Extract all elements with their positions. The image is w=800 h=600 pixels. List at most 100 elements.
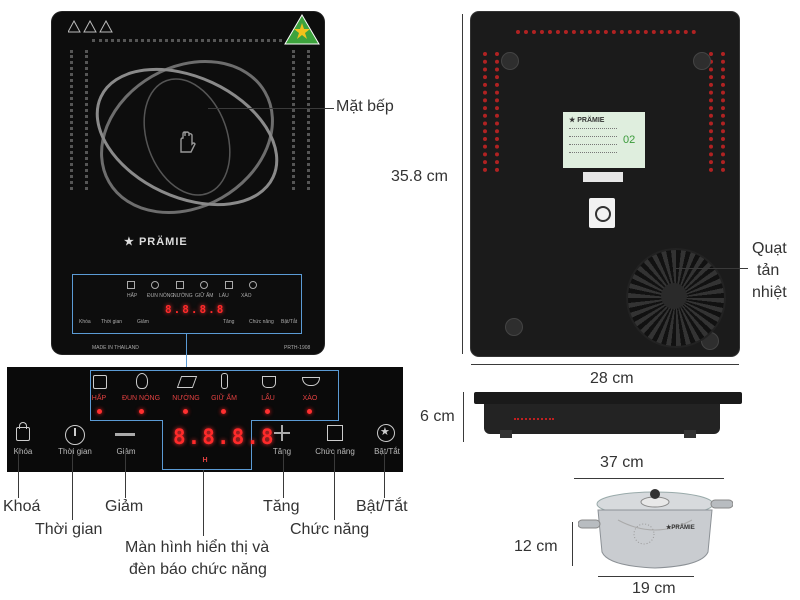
vent-red-left (483, 52, 499, 172)
button-label-small: Bật/Tắt (281, 319, 298, 325)
mode-indicator (183, 409, 188, 414)
button-label-tang: Tăng (272, 447, 292, 456)
spec-label: ★ PRÄMIE 02 (563, 112, 645, 168)
button-label-small: Thời gian (101, 319, 123, 325)
button-label-small: Khóa (79, 319, 91, 325)
digital-display: 8.8.8.8 (173, 425, 276, 449)
callout-chuc-nang: Chức năng (290, 521, 370, 538)
mode-hotpot-icon[interactable] (262, 376, 276, 388)
mode-label-small: GIỮ ẤM (195, 293, 214, 299)
mode-boil-icon[interactable] (136, 373, 148, 389)
warning-icons (67, 19, 128, 34)
decrease-button[interactable] (115, 433, 135, 436)
foot (505, 318, 523, 336)
mode-label-small: NƯỚNG (173, 293, 193, 299)
timer-button[interactable] (65, 425, 85, 445)
callout-mat-bep: Mặt bếp (336, 98, 394, 115)
button-label-small: Giảm (137, 319, 149, 325)
mode-icon-small (151, 281, 160, 289)
qr-sticker (589, 198, 615, 228)
mode-icon-small (248, 281, 257, 289)
callout-man-hinh-2: đèn báo chức năng (129, 561, 267, 578)
button-label-bat-tat: Bật/Tắt (374, 447, 400, 456)
barcode-sticker (583, 172, 623, 182)
made-in-text: MADE IN THAILAND (92, 345, 139, 351)
hotpot-image: ★PRÄMIE (577, 480, 734, 572)
callout-man-hinh-1: Màn hình hiển thị và (125, 539, 270, 556)
pot-brand-text: PRÄMIE (671, 525, 695, 531)
callout-tang: Tăng (263, 498, 300, 515)
callout-quat-1: Quạt (752, 240, 787, 257)
vent-right (292, 50, 310, 190)
dim-side-length: 37 cm (600, 454, 644, 471)
green-badge-icon (284, 14, 320, 46)
mode-label-lau: LẨU (261, 395, 275, 402)
button-label-khoa: Khóa (13, 447, 33, 456)
callout-thoi-gian: Thời gian (35, 521, 103, 538)
mode-label-hap: HẤP (91, 395, 107, 402)
mode-label-dun-nong: ĐUN NÓNG (121, 395, 161, 402)
pot-star-icon: ★ (666, 525, 672, 531)
increase-button[interactable] (274, 425, 290, 441)
control-panel-zoom: HẤP ĐUN NÓNG NƯỚNG GIỮ ẤM LẨU XÀO 8.8.8.… (7, 367, 403, 472)
dim-height: 35.8 cm (391, 168, 448, 185)
mode-label-small: XÀO (241, 293, 252, 299)
mode-label-small: HẤP (127, 293, 138, 299)
indicator-h: H (202, 457, 208, 464)
mode-label-giu-am: GIỮ ẤM (211, 395, 237, 402)
mode-icon-small (175, 281, 184, 289)
callout-bat-tat: Bật/Tắt (356, 498, 408, 515)
lock-icon (16, 427, 30, 441)
cooktop-back-view: ★ PRÄMIE 02 (471, 12, 739, 356)
dim-thickness: 6 cm (420, 408, 455, 425)
mode-icon-small (127, 281, 135, 289)
cooktop-top-view: ★ PRÄMIE HẤP ĐUN NÓNG NƯỚNG GIỮ ẤM LẨU X… (52, 12, 324, 354)
cooktop-side-view (474, 392, 742, 440)
callout-giam: Giảm (105, 498, 144, 515)
mode-label-nuong: NƯỚNG (172, 395, 200, 402)
lock-button[interactable] (13, 422, 33, 461)
mode-indicator (97, 409, 102, 414)
callout-quat-2: tản (757, 262, 780, 279)
dim-pot-height: 12 cm (514, 538, 558, 555)
label-star-icon: ★ (569, 117, 576, 124)
mode-indicator (221, 409, 226, 414)
mode-indicator (265, 409, 270, 414)
button-label-giam: Giảm (116, 447, 136, 456)
button-label-small: Tăng (223, 319, 235, 325)
button-label-thoi-gian: Thời gian (58, 447, 92, 456)
hand-icon (177, 130, 197, 154)
mode-label-small: LẨU (219, 293, 229, 299)
mode-icon-small (224, 281, 233, 289)
mode-indicator (139, 409, 144, 414)
vent-red-right (709, 52, 725, 172)
mode-steam-icon[interactable] (93, 375, 107, 389)
vent-red-top (516, 30, 696, 40)
timer-icon (74, 428, 76, 436)
power-button[interactable]: ★ (377, 424, 395, 442)
function-button[interactable] (327, 425, 343, 441)
button-label-chuc-nang: Chức năng (315, 447, 355, 456)
dim-pot-diameter: 19 cm (632, 580, 676, 597)
model-text: PRTH-1908 (284, 345, 311, 351)
foot (693, 52, 711, 70)
brand-star-icon: ★ (124, 236, 135, 248)
control-panel-small: HẤP ĐUN NÓNG NƯỚNG GIỮ ẤM LẨU XÀO 8.8.8.… (72, 274, 302, 334)
label-number: 02 (623, 134, 636, 146)
vent-top (92, 39, 282, 48)
cooking-zone-rings (95, 60, 279, 214)
callout-khoa: Khoá (3, 498, 41, 515)
mode-label-small: ĐUN NÓNG (147, 293, 175, 299)
mode-indicator (307, 409, 312, 414)
side-vent (514, 418, 554, 430)
foot (501, 52, 519, 70)
dim-width: 28 cm (590, 370, 634, 387)
mode-warm-icon[interactable] (221, 373, 228, 389)
button-label-small: Chức năng (249, 319, 274, 325)
mode-icon-small (200, 281, 209, 289)
vent-left (70, 50, 88, 190)
callout-quat-3: nhiệt (752, 284, 787, 301)
power-icon: ★ (380, 426, 390, 438)
mode-label-xao: XÀO (302, 395, 318, 402)
brand-logo: ★ PRÄMIE (124, 236, 188, 248)
